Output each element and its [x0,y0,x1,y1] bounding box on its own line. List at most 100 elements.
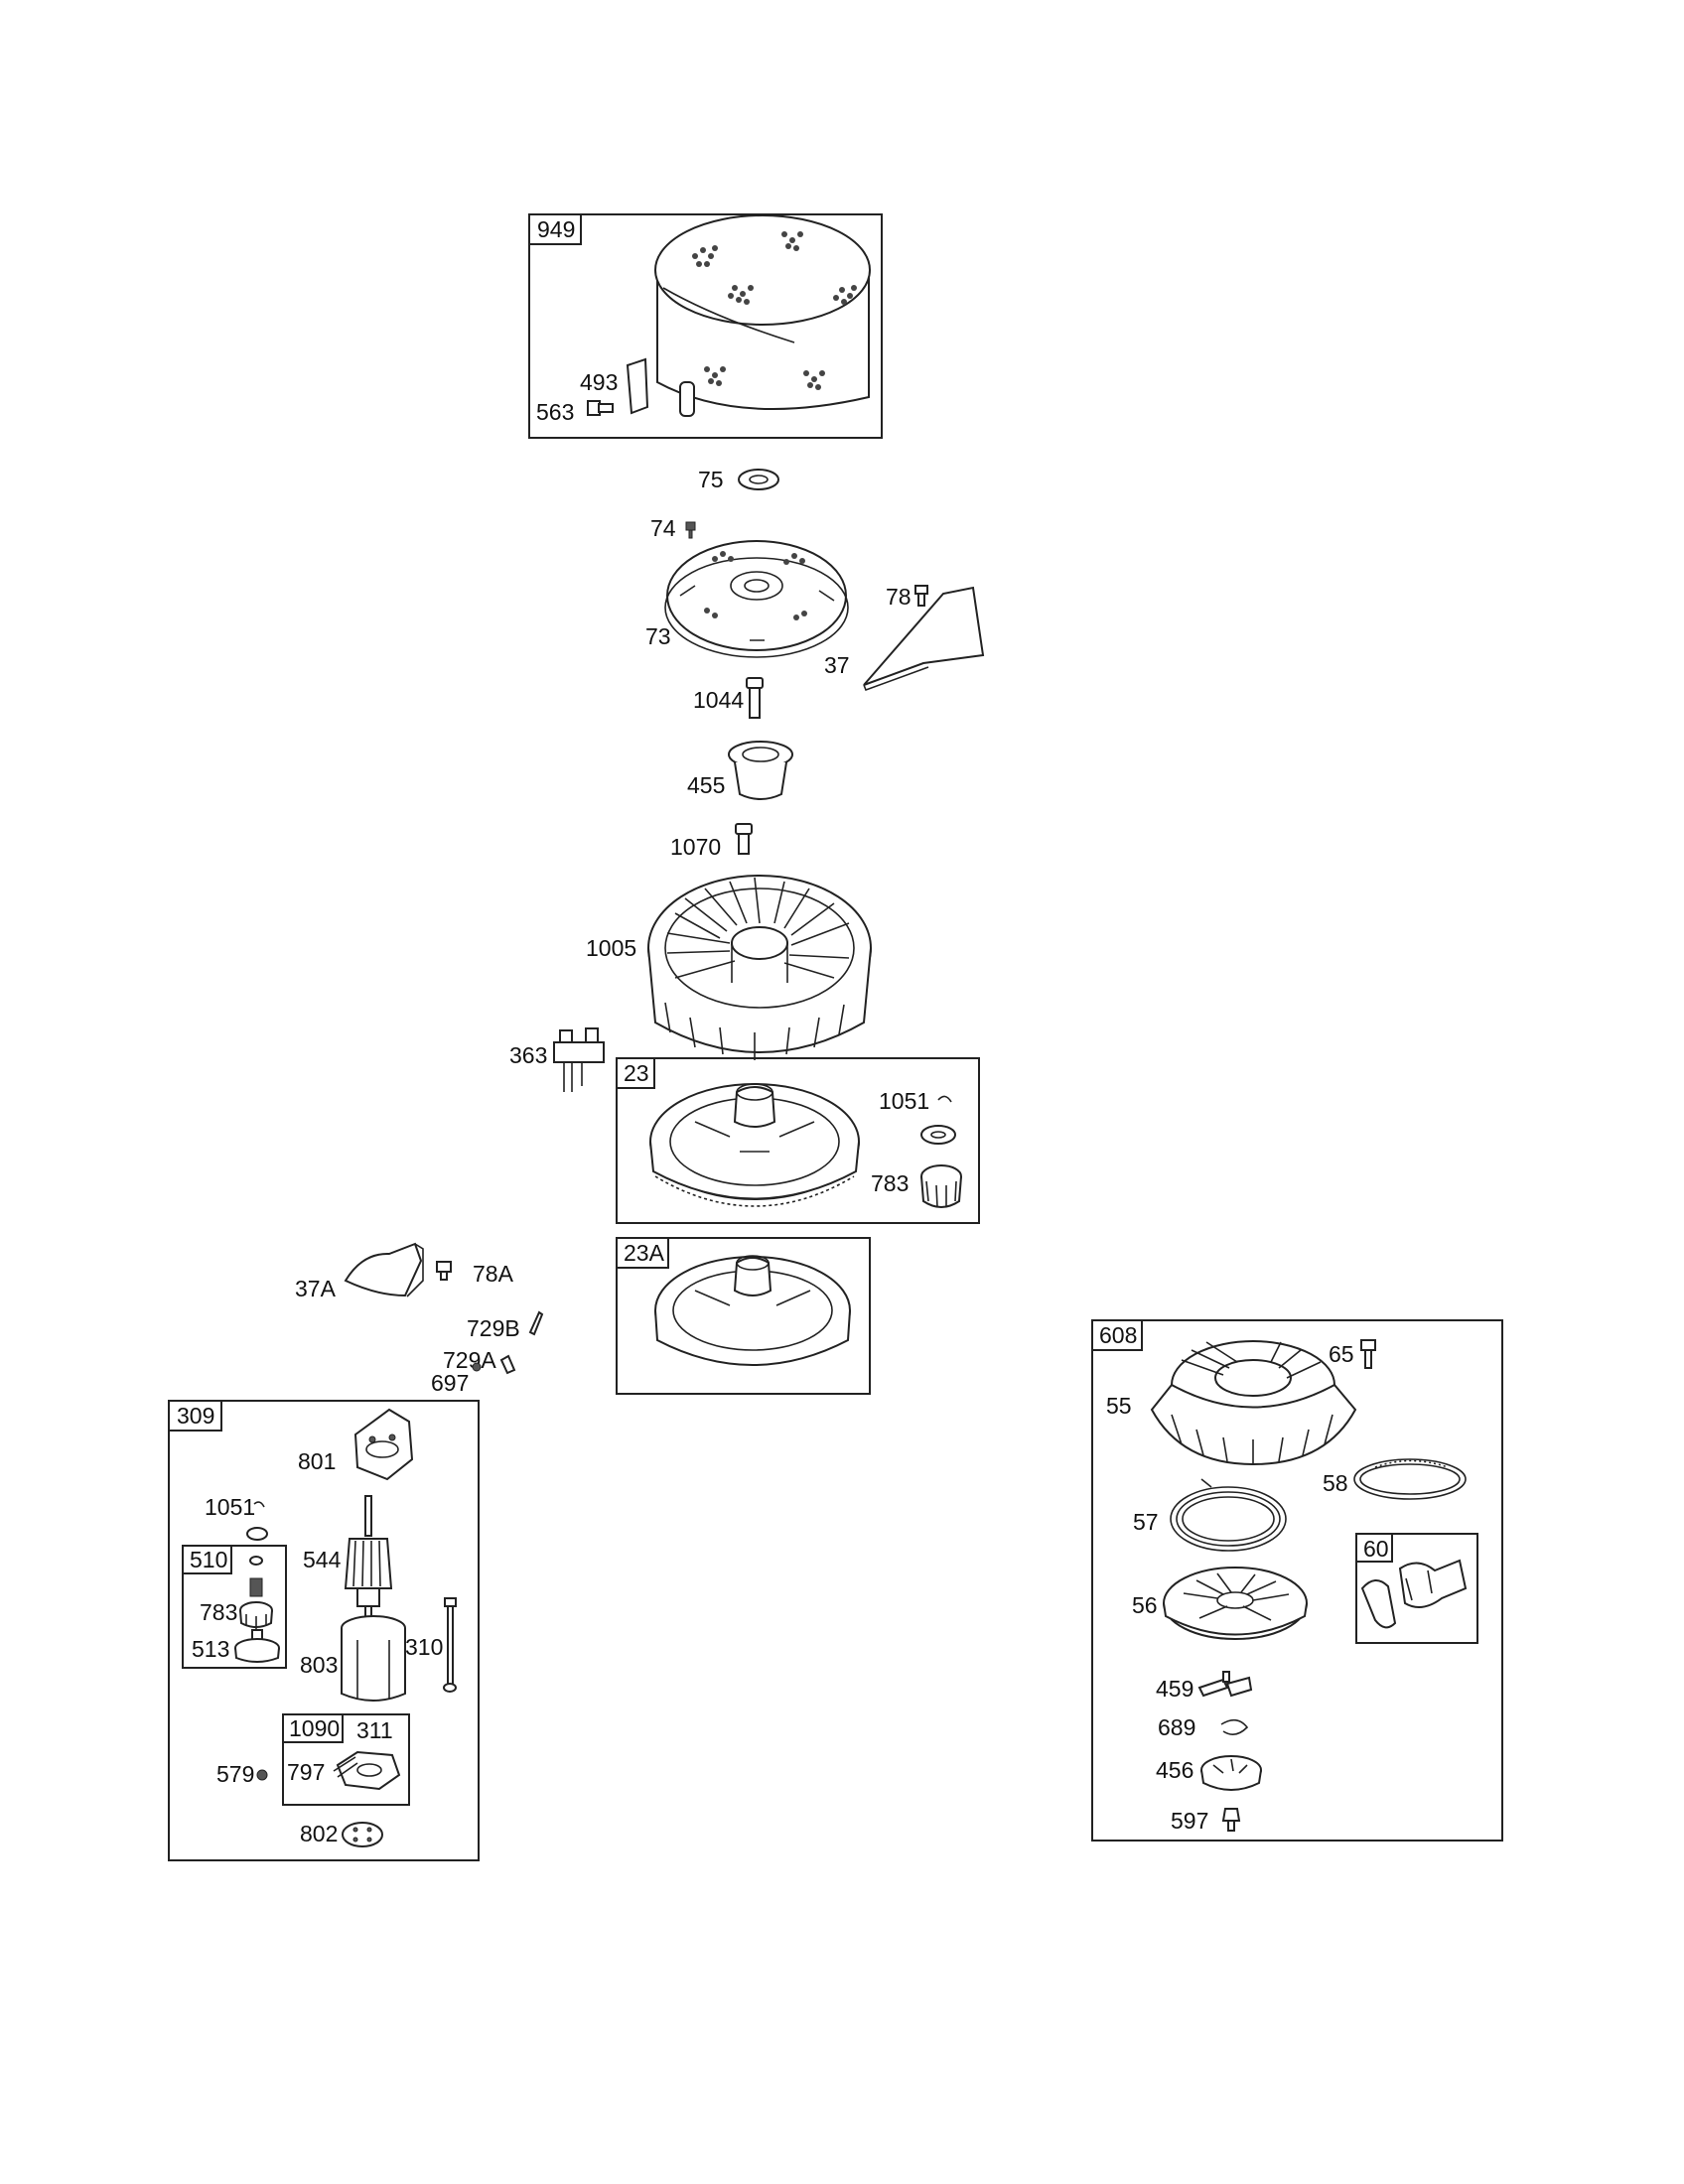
group-23-number: 23 [624,1060,649,1086]
group-510-tag [182,1545,232,1574]
label-801: 801 [298,1448,336,1474]
starter-rope-58 [1353,1458,1467,1500]
retainer-ring-689 [1220,1718,1249,1735]
clip-1051-b [253,1501,265,1508]
group-60-tag [1355,1533,1393,1563]
pulley-56 [1163,1567,1308,1640]
label-803: 803 [300,1652,338,1678]
group-23: 23 1051 783 [616,1057,980,1224]
through-bolt-310 [443,1597,457,1693]
armature-544 [344,1495,393,1619]
shield-37a [344,1242,424,1297]
label-513: 513 [192,1636,229,1662]
group-60: 60 [1355,1533,1478,1644]
rewind-spring-57 [1170,1478,1287,1552]
group-1090-tag [282,1713,344,1743]
label-697: 697 [431,1370,469,1396]
group-608-box [1091,1319,1503,1842]
group-23-box [616,1057,980,1224]
label-563: 563 [536,399,574,425]
label-310: 310 [405,1634,443,1660]
label-729a: 729A [443,1347,496,1373]
label-74: 74 [650,515,676,541]
group-23a: 23A [616,1237,871,1395]
label-783-b: 783 [200,1599,237,1625]
label-78: 78 [886,584,912,610]
clip-729a [499,1354,516,1375]
pawl-459 [1197,1671,1253,1698]
group-23a-box [616,1237,871,1395]
label-37: 37 [824,652,850,678]
starter-housing-55 [1150,1340,1357,1466]
washer-802 [342,1822,383,1847]
grass-screen [654,214,871,410]
wire-729b [528,1310,544,1336]
group-949-tag [528,213,582,245]
label-1070: 1070 [670,834,721,860]
label-1005: 1005 [586,935,636,961]
washer-75 [738,469,779,490]
label-1044: 1044 [693,687,744,713]
screw-597 [1221,1808,1241,1832]
washer-309 [246,1527,268,1541]
flywheel-23a [654,1255,851,1366]
group-510: 510 783 513 [182,1545,287,1669]
group-309-tag [168,1400,222,1432]
group-309-number: 309 [177,1403,214,1429]
ignition-armature-363 [553,1027,605,1092]
group-510-box [182,1545,287,1669]
group-510-number: 510 [190,1547,227,1572]
gear-783-b [239,1601,273,1629]
screw-697 [472,1362,482,1372]
label-75: 75 [698,467,724,492]
label-1051-b: 1051 [205,1494,255,1520]
label-579: 579 [216,1761,254,1787]
rotating-screen-73 [664,540,849,658]
label-311: 311 [356,1717,393,1743]
clip-493 [679,381,695,417]
clip-1051 [937,1095,952,1103]
nut-579 [256,1769,268,1781]
label-783-a: 783 [871,1170,909,1196]
group-608: 608 65 55 58 57 [1091,1319,1503,1842]
washer-23 [920,1125,956,1145]
group-608-tag [1091,1319,1143,1351]
screw-78a [436,1261,452,1281]
bolt-1044 [746,677,764,719]
group-60-box [1355,1533,1478,1644]
end-cap-801 [353,1408,414,1481]
group-309: 309 801 1051 544 803 [168,1400,480,1861]
label-1051-a: 1051 [879,1088,929,1114]
drive-513 [234,1629,280,1663]
starter-cup-455 [728,741,793,800]
screw-78 [914,585,928,607]
group-23a-number: 23A [624,1240,665,1266]
label-55: 55 [1106,1393,1132,1419]
group-608-number: 608 [1099,1322,1137,1348]
screw-65 [1360,1339,1376,1369]
label-58: 58 [1323,1470,1348,1496]
spring-510 [249,1577,263,1597]
flywheel-fan-1005 [647,875,872,1060]
group-309-box [168,1400,480,1861]
retainer-510 [249,1556,263,1566]
group-60-number: 60 [1363,1536,1389,1562]
flywheel-23 [649,1083,860,1207]
label-57: 57 [1133,1509,1159,1535]
group-1090: 1090 311 797 [282,1713,410,1806]
label-544: 544 [303,1547,342,1572]
label-729b: 729B [467,1315,520,1341]
label-56: 56 [1132,1592,1158,1618]
group-949: 949 [528,213,883,439]
label-493: 493 [580,369,618,395]
ratchet-456 [1200,1755,1262,1791]
label-363: 363 [509,1042,547,1068]
group-1090-box [282,1713,410,1806]
group-23-tag [616,1057,655,1089]
screw-563 [587,400,614,416]
label-797: 797 [287,1759,325,1785]
label-455: 455 [687,772,725,798]
air-guide-37 [863,586,985,692]
group-23a-tag [616,1237,669,1269]
label-802: 802 [300,1821,338,1846]
